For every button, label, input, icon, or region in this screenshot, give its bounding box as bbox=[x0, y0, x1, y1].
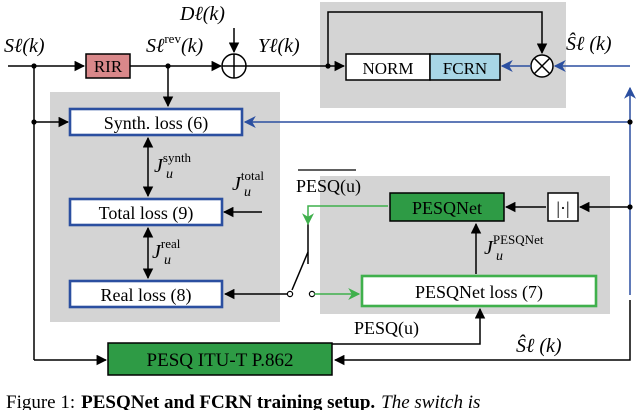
caption-bold: PESQNet and FCRN training setup. bbox=[81, 392, 375, 410]
abs-label: |·| bbox=[556, 198, 569, 218]
j-synth-base: J bbox=[154, 155, 164, 177]
pesqnet-loss-label: PESQNet loss (7) bbox=[415, 282, 543, 303]
j-real-base: J bbox=[152, 241, 162, 263]
switch-lever bbox=[291, 251, 309, 291]
synth-loss-block bbox=[68, 107, 244, 137]
enhanced-top-label: Ŝℓ (k) bbox=[566, 31, 612, 55]
real-loss-label: Real loss (8) bbox=[101, 285, 192, 306]
j-real-sub: u bbox=[164, 253, 171, 268]
caption-prefix: Figure 1: bbox=[6, 392, 75, 410]
total-loss-label: Total loss (9) bbox=[99, 203, 194, 224]
j-total-label: Jtotal u bbox=[232, 168, 264, 200]
norm-label: NORM bbox=[362, 59, 413, 78]
reverb-base: Sℓ bbox=[146, 35, 165, 57]
fcrn-label: FCRN bbox=[443, 59, 487, 78]
input-signal-label: Sℓ(k) bbox=[4, 35, 45, 57]
pesqnet-loss-block bbox=[360, 274, 598, 308]
fcrn-block bbox=[429, 53, 501, 81]
rir-label: RIR bbox=[94, 57, 123, 76]
j-synth-sup: synth bbox=[163, 150, 192, 165]
reverb-signal-label: Sℓrev(k) bbox=[146, 31, 203, 57]
reverb-arg: (k) bbox=[181, 35, 204, 57]
mixture-signal-label: Yℓ(k) bbox=[258, 35, 300, 57]
real-loss-block bbox=[68, 279, 224, 309]
j-synth-label: Jsynth u bbox=[154, 150, 192, 182]
pesqnet-label: PESQNet bbox=[412, 198, 482, 218]
j-real-label: Jreal u bbox=[152, 236, 181, 268]
j-total-base: J bbox=[232, 173, 242, 195]
pesq-hat-label: PESQ(u) bbox=[296, 176, 361, 197]
norm-block bbox=[345, 53, 431, 81]
j-pesqnet-sup: PESQNet bbox=[493, 232, 544, 247]
noise-signal-label: Dℓ(k) bbox=[179, 3, 225, 25]
j-pesqnet-label: JPESQNet u bbox=[484, 232, 544, 264]
reverb-sup: rev bbox=[164, 31, 181, 46]
total-loss-block bbox=[68, 197, 224, 227]
figure-caption: Figure 1: PESQNet and FCRN training setup… bbox=[6, 392, 480, 410]
abs-block bbox=[547, 192, 579, 222]
enhanced-bottom-label: Ŝℓ (k) bbox=[516, 333, 562, 357]
pesq-label: PESQ(u) bbox=[354, 318, 419, 339]
pesq-itu-block bbox=[107, 342, 333, 376]
j-pesqnet-base: J bbox=[484, 237, 494, 259]
synth-loss-label: Synth. loss (6) bbox=[104, 113, 209, 134]
pesqnet-block bbox=[389, 192, 505, 222]
j-synth-sub: u bbox=[166, 167, 173, 182]
pesq-itu-label: PESQ ITU-T P.862 bbox=[147, 350, 294, 371]
j-total-sub: u bbox=[244, 185, 251, 200]
j-pesqnet-sub: u bbox=[496, 249, 503, 264]
j-real-sup: real bbox=[161, 236, 181, 251]
caption-rest: The switch is bbox=[381, 392, 480, 410]
j-total-sup: total bbox=[241, 168, 264, 183]
